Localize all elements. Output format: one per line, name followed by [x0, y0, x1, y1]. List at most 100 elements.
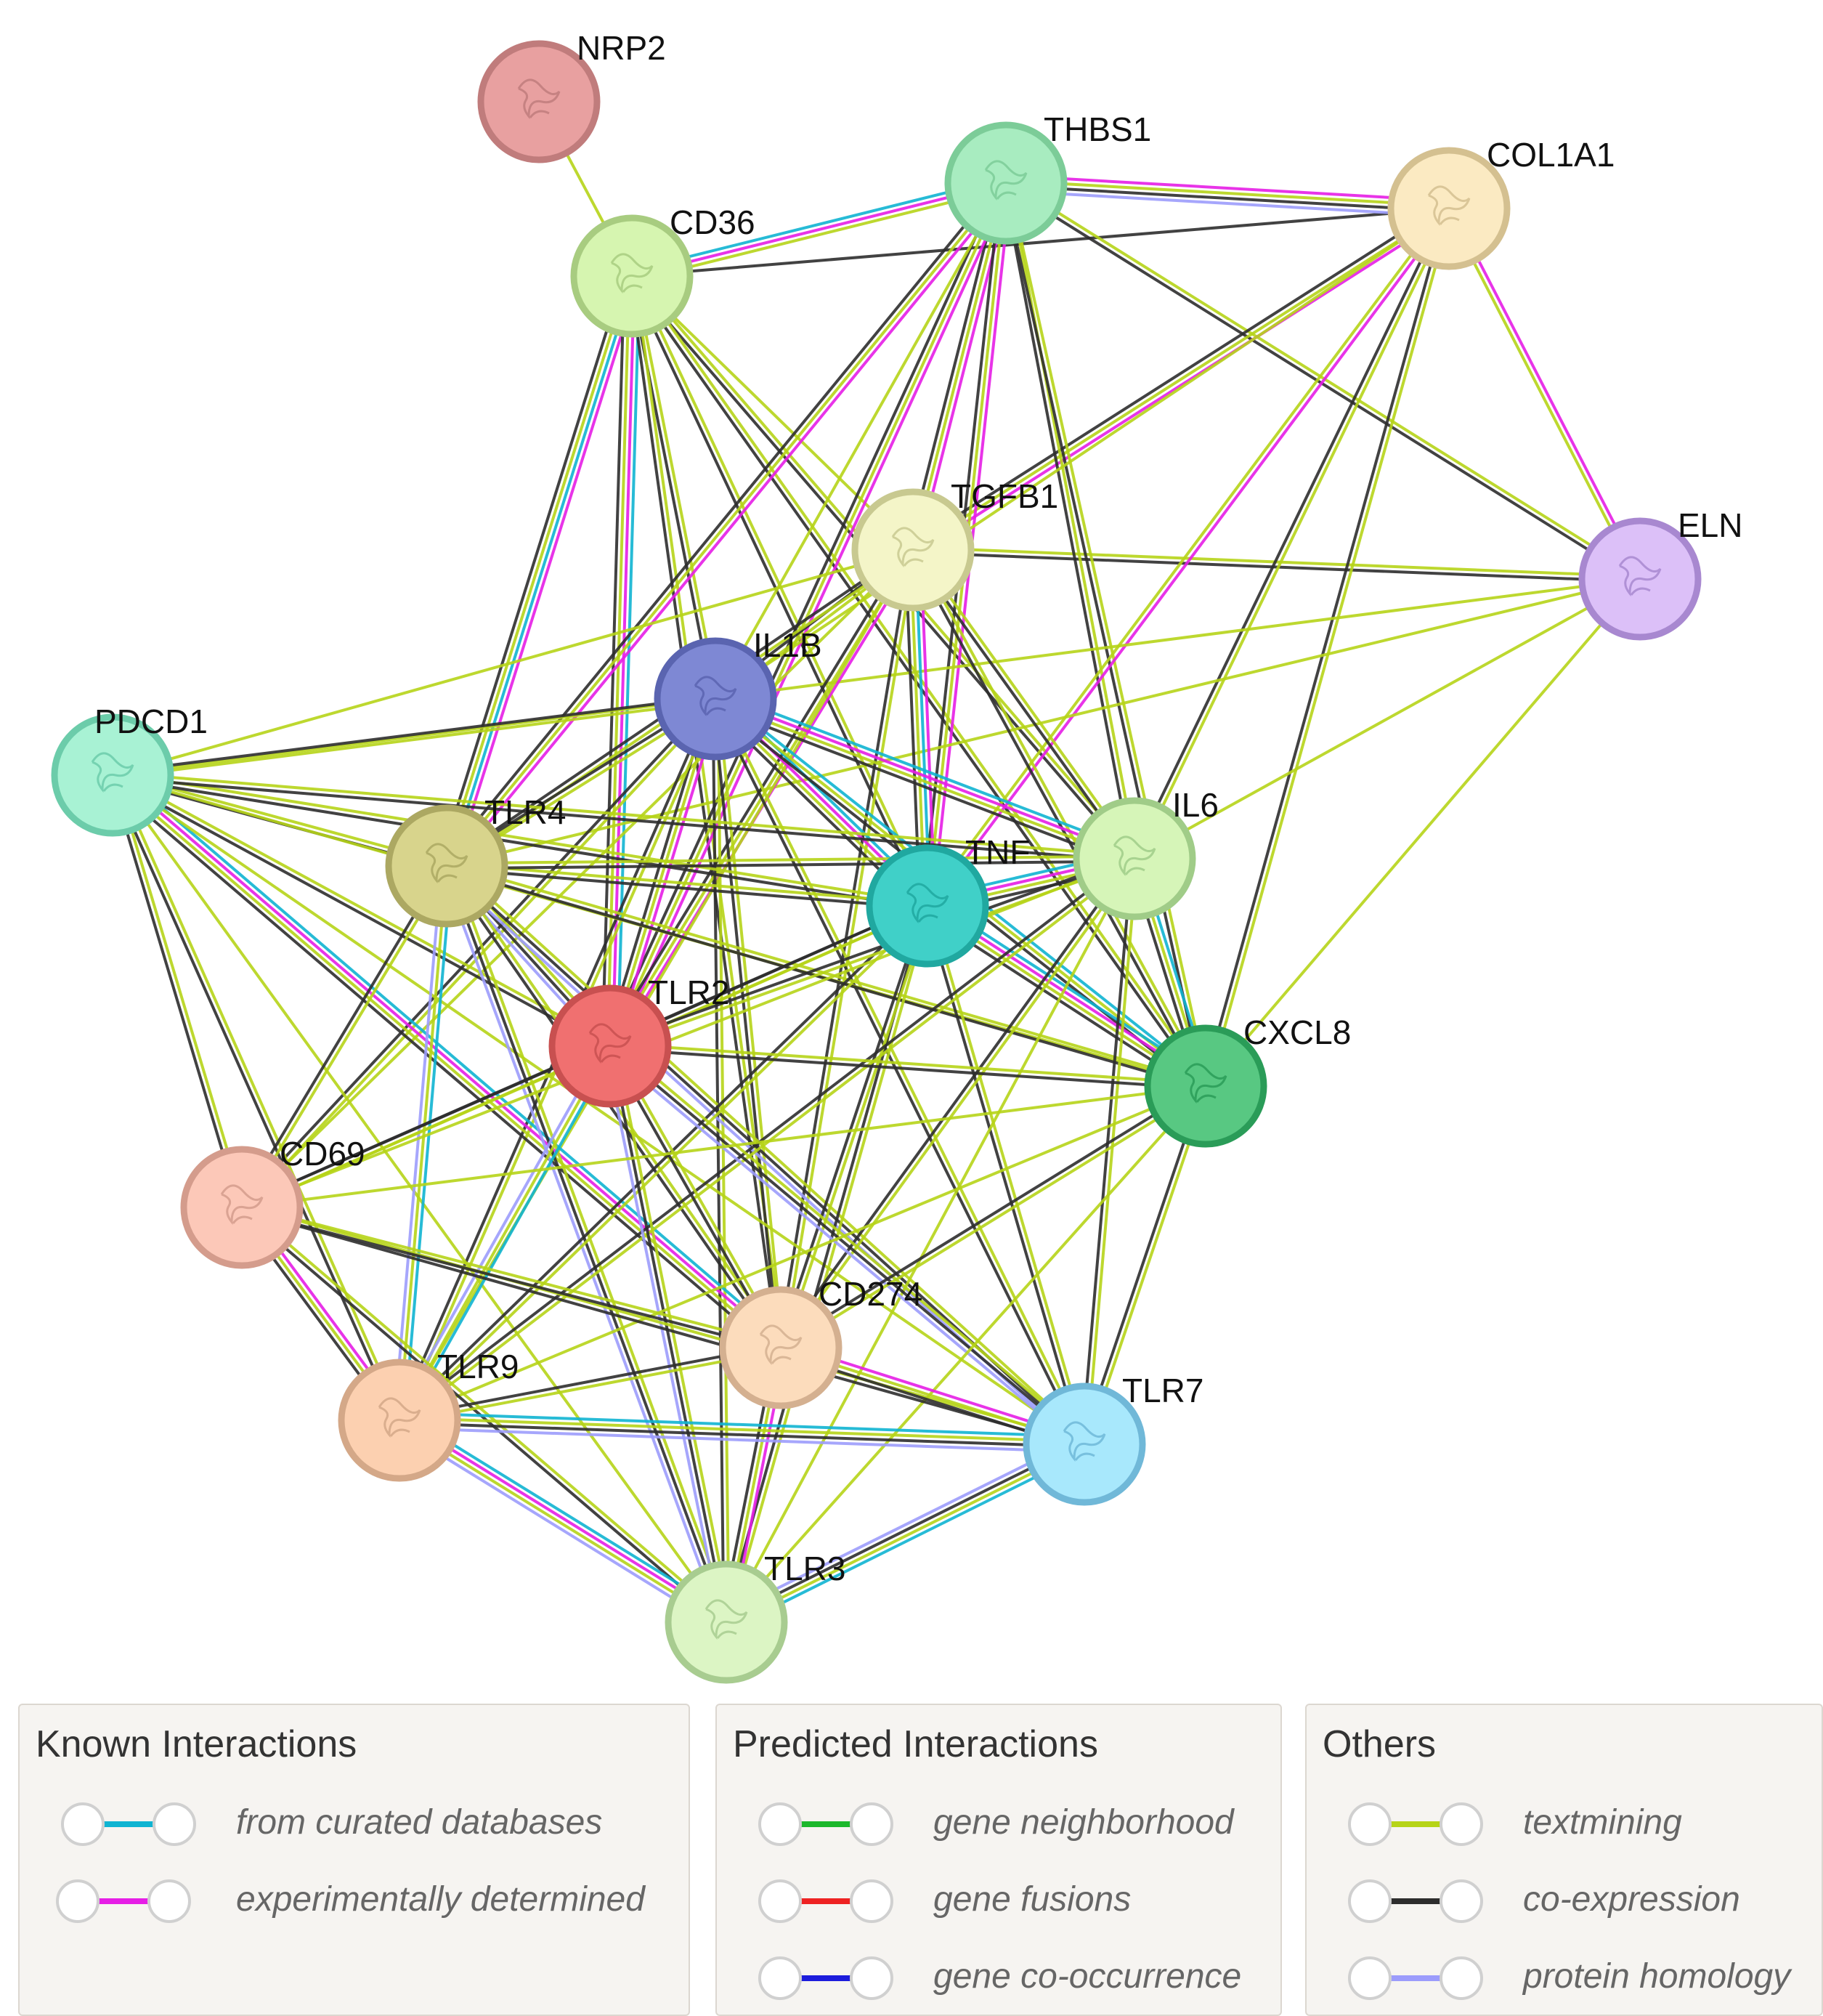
node-pdcd1[interactable]: PDCD1: [51, 703, 208, 837]
protein-structure-icon: [517, 78, 561, 120]
node-tlr3[interactable]: TLR3: [665, 1550, 845, 1684]
node-tlr7[interactable]: TLR7: [1023, 1372, 1203, 1506]
node-tlr9[interactable]: TLR9: [338, 1348, 519, 1482]
node-cd274[interactable]: CD274: [719, 1275, 922, 1409]
node-label: PDCD1: [94, 703, 208, 740]
edge-line-textmining: [398, 1045, 612, 1421]
edge-line-textmining: [610, 1042, 1206, 1085]
protein-structure-icon: [984, 160, 1028, 201]
edge-line-homology: [1005, 189, 1449, 218]
edge-line-coexpression: [108, 775, 241, 1209]
node-nrp2[interactable]: NRP2: [477, 29, 666, 163]
edge-tlr7-tlr3: [722, 1436, 1089, 1631]
edge-cxcl8-tlr9: [399, 1085, 1206, 1422]
edge-tlr2-tlr3: [604, 1045, 733, 1624]
edge-line-textmining: [726, 1445, 1087, 1626]
edge-line-coexpression: [112, 695, 715, 774]
edge-line-coexpression: [909, 550, 1134, 862]
edge-line-coexpression: [1201, 207, 1448, 1086]
edge-line-textmining: [449, 861, 1089, 1442]
edge-line-coexpression: [604, 180, 1003, 1045]
edge-line-experimental: [715, 695, 1136, 858]
legend-item-neighborhood: gene neighborhood: [717, 1794, 1280, 1852]
node-cd69[interactable]: CD69: [180, 1135, 365, 1269]
node-il6[interactable]: IL6: [1073, 786, 1219, 920]
node-tlr2[interactable]: TLR2: [548, 973, 729, 1108]
edge-line-textmining: [242, 1047, 612, 1212]
edge-line-coexpression: [712, 699, 1084, 1446]
edge-line-textmining: [399, 1416, 1085, 1444]
edge-tgfb1-pdcd1: [112, 548, 914, 777]
edge-line-coexpression: [443, 866, 780, 1351]
edge-line-textmining: [242, 1203, 782, 1347]
edge-il1b-tlr7: [712, 697, 1088, 1446]
legend-others: Others textmining co-expression protein …: [1305, 1704, 1823, 2016]
node-eln[interactable]: ELN: [1578, 506, 1742, 641]
edge-eln-pdcd1: [112, 578, 1641, 777]
legend-known-interactions: Known Interactions from curated database…: [18, 1704, 690, 2016]
edge-line-homology: [399, 1426, 1084, 1454]
protein-structure-icon: [694, 676, 737, 717]
edge-line-coexpression: [912, 551, 1640, 583]
legend-swatch-neighborhood: [758, 1802, 893, 1846]
legend-swatch-textmining: [1348, 1802, 1483, 1846]
edge-line-textmining: [714, 700, 1134, 863]
edge-il1b-tlr3: [711, 698, 731, 1623]
node-tgfb1[interactable]: TGFB1: [851, 477, 1058, 612]
edge-line-textmining: [111, 774, 1086, 1446]
legend-item-textmining: textmining: [1307, 1794, 1822, 1852]
edge-line-curated: [116, 768, 787, 1343]
edge-line-coexpression: [628, 276, 780, 1348]
edge-line-textmining: [1134, 578, 1641, 860]
node-thbs1[interactable]: THBS1: [944, 110, 1151, 245]
node-cxcl8[interactable]: CXCL8: [1144, 1013, 1351, 1148]
node-label: NRP2: [577, 29, 666, 67]
edge-line-textmining: [398, 548, 914, 1422]
node-tlr4[interactable]: TLR4: [385, 793, 566, 928]
edge-line-textmining: [113, 773, 404, 1420]
protein-structure-icon: [1063, 1421, 1106, 1462]
node-col1a1[interactable]: COL1A1: [1387, 136, 1615, 270]
edge-line-curated: [402, 1412, 731, 1617]
node-label: TLR2: [648, 973, 729, 1011]
edge-line-experimental: [452, 278, 641, 869]
protein-structure-icon: [1427, 185, 1471, 227]
edge-tlr2-tlr7: [606, 1041, 1089, 1449]
edges-layer: [106, 101, 1644, 1631]
edge-line-coexpression: [711, 699, 780, 1348]
protein-structure-icon: [425, 843, 468, 884]
edge-line-coexpression: [1131, 206, 1448, 859]
edge-line-textmining: [447, 862, 1207, 1085]
edge-il6-tlr3: [725, 858, 1136, 1623]
edge-line-coexpression: [445, 865, 728, 1623]
edge-tlr4-tlr9: [393, 865, 453, 1421]
edge-line-coexpression: [628, 276, 927, 908]
node-il1b[interactable]: IL1B: [654, 626, 822, 761]
edge-line-coexpression: [238, 864, 446, 1207]
edge-line-textmining: [397, 1421, 726, 1626]
node-label: TNF: [965, 833, 1030, 871]
node-tnf[interactable]: TNF: [866, 833, 1030, 968]
edge-line-coexpression: [1002, 183, 1205, 1088]
node-cd36[interactable]: CD36: [570, 203, 755, 338]
edge-cd36-thbs1: [630, 177, 1008, 283]
edge-thbs1-col1a1: [1005, 174, 1450, 218]
edge-line-textmining: [714, 182, 1007, 700]
edge-thbs1-tlr2: [604, 180, 1012, 1049]
edge-line-textmining: [714, 207, 1450, 700]
edge-cd69-tlr7: [240, 1203, 1086, 1449]
legend-predicted-interactions: Predicted Interactions gene neighborhood…: [715, 1704, 1282, 2016]
edge-line-textmining: [445, 182, 1007, 867]
edge-line-textmining: [399, 1085, 1206, 1422]
edge-line-coexpression: [399, 1421, 1084, 1449]
edge-cd274-tlr9: [398, 1343, 782, 1425]
edge-line-experimental: [631, 182, 1007, 278]
edge-line-homology: [722, 1436, 1082, 1617]
legend-item-fusion: gene fusions: [717, 1871, 1280, 1929]
edge-line-textmining: [1085, 859, 1139, 1445]
edge-line-textmining: [398, 865, 448, 1421]
node-label: ELN: [1678, 506, 1742, 544]
protein-structure-icon: [610, 253, 654, 294]
edge-line-textmining: [112, 578, 1641, 777]
